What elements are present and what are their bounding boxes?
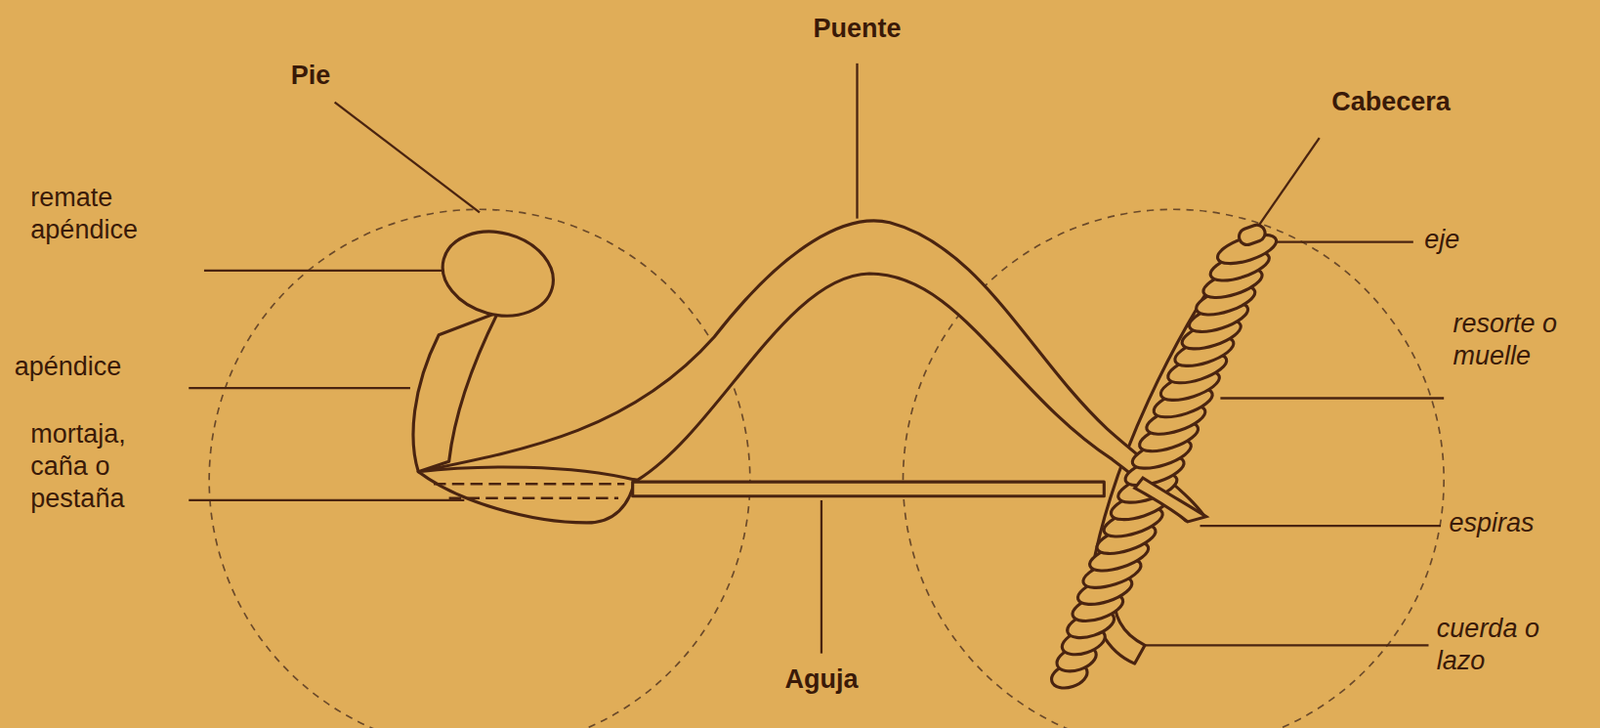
subpart-label: apéndice xyxy=(14,350,123,383)
guide-circle xyxy=(209,209,751,728)
spring-axis xyxy=(1236,222,1267,248)
subpart-label: cuerda o lazo xyxy=(1436,612,1595,677)
subpart-label: remate apéndice xyxy=(30,181,184,247)
subpart-label: eje xyxy=(1424,223,1595,256)
part-label: Puente xyxy=(812,12,901,45)
part-label: Pie xyxy=(291,59,332,92)
catch-plate xyxy=(418,466,634,523)
subpart-label: mortaja, caña o pestaña xyxy=(30,418,169,515)
bridge-end xyxy=(1135,477,1207,522)
part-label: Cabecera xyxy=(1331,85,1451,119)
subpart-label: espiras xyxy=(1448,506,1595,540)
appendix xyxy=(413,312,499,472)
subpart-label: resorte o muelle xyxy=(1453,307,1595,373)
leader-lines xyxy=(188,63,1444,654)
part-label: Aguja xyxy=(784,663,858,696)
spring-coils xyxy=(1048,228,1280,692)
pin-needle xyxy=(632,481,1105,497)
appendix-knob xyxy=(432,219,563,328)
